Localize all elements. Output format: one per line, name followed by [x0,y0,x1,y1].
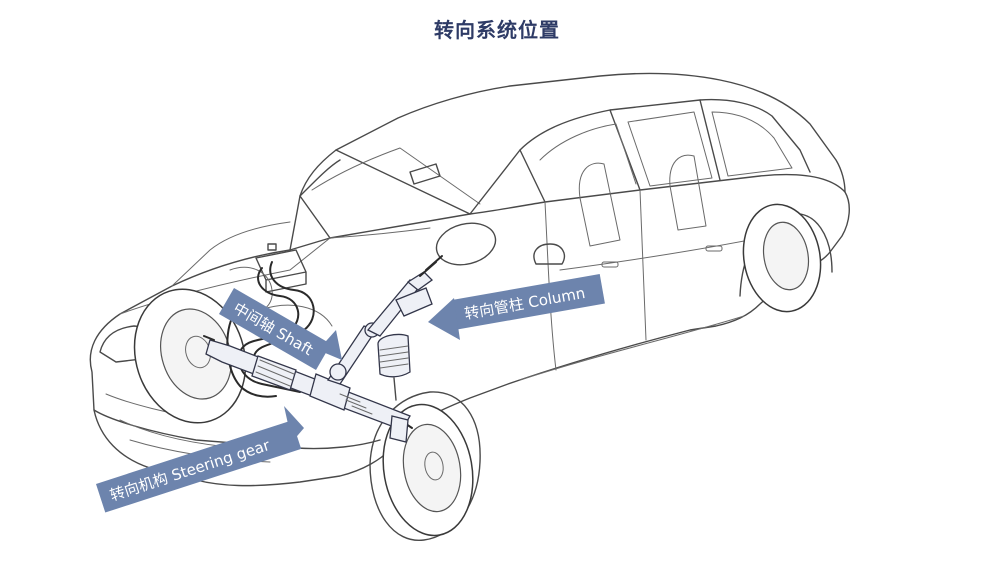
car-body-outline [89,72,850,487]
rear-right-wheel [739,203,833,313]
column-label-band: 转向管柱 Column [452,273,605,330]
front-left-wheel [133,288,247,424]
steering-gear-label-band: 转向机构 Steering gear [95,420,302,513]
steering-gear-label: 转向机构 Steering gear [108,436,273,505]
shaft-arrow [318,330,342,360]
steering-gear-arrow [284,406,304,442]
page-title: 转向系统位置 [434,18,560,42]
column-arrow [428,298,460,340]
